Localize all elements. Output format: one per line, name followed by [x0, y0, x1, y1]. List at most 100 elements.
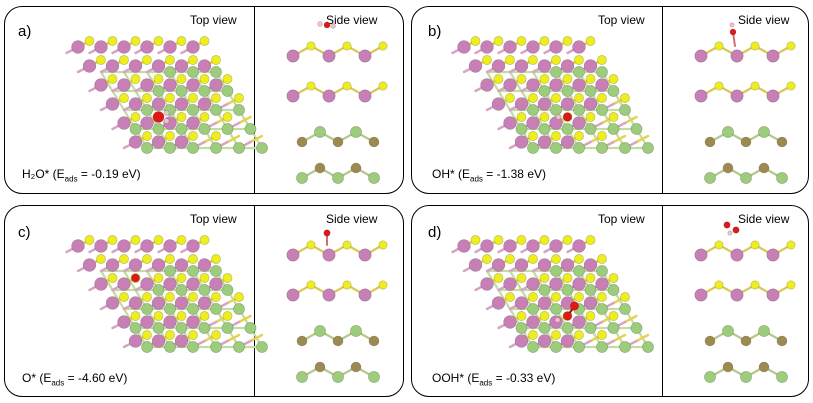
sulfur-atom: [222, 74, 233, 84]
bond: [623, 115, 638, 125]
green-atom: [561, 322, 574, 334]
sulfur-atom: [199, 74, 210, 84]
sulfur-atom: [176, 273, 187, 283]
panel-a: a) Top view Side view H₂O* (Eads = -0.19…: [4, 6, 404, 194]
species-name: OH*: [432, 167, 455, 181]
sulfur-atom: [539, 74, 550, 84]
bond: [237, 314, 252, 324]
green-atom: [164, 265, 176, 277]
sulfur-atom: [199, 112, 210, 122]
mo-atom: [503, 239, 517, 253]
energy-prefix: (E: [467, 371, 480, 385]
oxygen-atom: [729, 28, 737, 36]
panel-d: d) Top view Side view OOH* (Eads = -0.33…: [411, 205, 809, 397]
sulfur-atom: [574, 93, 584, 103]
mo-atom: [537, 135, 552, 149]
sulfur-atom: [368, 335, 380, 347]
hydrogen-atom: [317, 21, 323, 27]
mo-atom: [730, 89, 744, 103]
panel-divider: [662, 206, 663, 396]
green-atom: [175, 322, 188, 334]
sulfur-atom: [153, 311, 164, 321]
sulfur-atom: [704, 136, 716, 148]
sulfur-atom: [574, 330, 584, 340]
sulfur-atom: [130, 311, 141, 321]
sulfur-atom: [608, 273, 619, 283]
sulfur-atom: [211, 131, 221, 141]
mo-atom: [694, 49, 708, 63]
sulfur-atom: [786, 280, 796, 290]
green-atom: [256, 341, 268, 353]
mo-atom: [730, 248, 744, 262]
mo-atom: [94, 78, 108, 92]
sulfur-atom: [539, 235, 550, 245]
green-atom: [221, 284, 234, 296]
green-atom: [515, 123, 528, 135]
sulfur-atom: [597, 93, 607, 103]
green-atom: [584, 322, 597, 334]
sulfur-atom: [505, 254, 515, 264]
top-view-label: Top view: [598, 212, 645, 226]
oxygen-atom: [131, 273, 140, 283]
sulfur-atom: [574, 292, 584, 302]
green-atom: [619, 142, 631, 154]
brown-atom: [758, 361, 770, 373]
sulfur-atom: [306, 280, 316, 290]
sulfur-atom: [165, 330, 175, 340]
mo-atom: [140, 40, 154, 54]
sulfur-atom: [574, 55, 584, 65]
green-atom: [607, 322, 620, 334]
sulfur-atom: [176, 235, 187, 245]
bond: [249, 134, 264, 144]
green-atom: [296, 371, 308, 383]
mo-atom: [560, 59, 575, 73]
sulfur-atom: [750, 280, 760, 290]
mo-atom: [128, 97, 143, 111]
green-atom: [561, 284, 574, 296]
brown-atom: [350, 162, 362, 174]
mo-atom: [71, 239, 85, 253]
green-atom: [704, 172, 716, 184]
sulfur-atom: [740, 335, 752, 347]
green-atom: [596, 142, 608, 154]
green-atom: [758, 325, 770, 337]
sulfur-atom: [199, 311, 210, 321]
sulfur-atom: [107, 36, 118, 46]
mo-atom: [322, 248, 336, 262]
sulfur-atom: [142, 55, 152, 65]
mo-atom: [503, 78, 517, 92]
green-atom: [740, 172, 752, 184]
sulfur-atom: [562, 273, 573, 283]
sulfur-atom: [493, 36, 504, 46]
green-atom: [607, 284, 620, 296]
sulfur-atom: [714, 240, 724, 250]
side-view-label: Side view: [326, 212, 378, 226]
green-atom: [164, 341, 176, 353]
mo-atom: [117, 116, 131, 130]
mo-atom: [503, 277, 517, 291]
mo-atom: [572, 239, 586, 253]
side-view-structure: [286, 21, 388, 184]
mo-atom: [549, 78, 563, 92]
mo-atom: [766, 288, 780, 302]
mo-atom: [117, 78, 131, 92]
sulfur-atom: [107, 74, 118, 84]
mo-atom: [140, 239, 154, 253]
mo-atom: [560, 334, 575, 348]
green-atom: [596, 66, 608, 78]
hydrogen-atom: [163, 110, 170, 116]
brown-atom: [314, 361, 326, 373]
sulfur-atom: [562, 235, 573, 245]
sulfur-atom: [585, 74, 596, 84]
green-atom: [221, 123, 234, 135]
mo-atom: [491, 296, 506, 310]
green-atom: [561, 85, 574, 97]
hydrogen-atom: [729, 22, 735, 28]
green-atom: [141, 341, 153, 353]
mo-atom: [117, 40, 131, 54]
sulfur-atom: [597, 330, 607, 340]
energy-value: -0.33: [505, 371, 534, 385]
green-atom: [596, 265, 608, 277]
green-atom: [210, 341, 222, 353]
sulfur-atom: [306, 240, 316, 250]
